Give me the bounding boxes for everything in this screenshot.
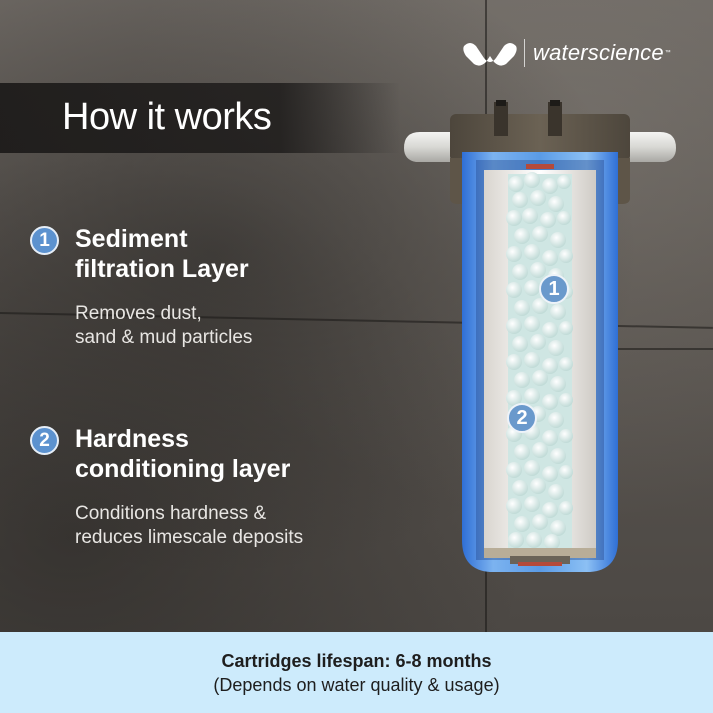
callout-marker-1: 1 xyxy=(539,274,569,304)
feature-description: Conditions hardness & reduces limescale … xyxy=(75,502,303,550)
feature-title-line: filtration Layer xyxy=(75,255,249,283)
title-band xyxy=(0,83,400,153)
feature-desc-line: reduces limescale deposits xyxy=(75,527,304,548)
feature-desc-line: Removes dust, xyxy=(75,303,202,324)
number-badge: 1 xyxy=(30,226,59,255)
feature-title: Hardness conditioning layer xyxy=(75,424,290,484)
feature-desc-line: sand & mud particles xyxy=(75,327,253,348)
trademark: ™ xyxy=(664,50,671,56)
feature-title: Sediment filtration Layer xyxy=(75,224,249,284)
lifespan-note: (Depends on water quality & usage) xyxy=(213,674,500,695)
lifespan-text: Cartridges lifespan: 6-8 months xyxy=(221,650,492,671)
page-title: How it works xyxy=(62,96,272,138)
feature-title-line: Sediment xyxy=(75,225,188,253)
feature-description: Removes dust, sand & mud particles xyxy=(75,302,252,350)
w-wave-logo-icon xyxy=(463,43,517,66)
logo-divider xyxy=(524,39,525,67)
brand-logo: waterscience ™ xyxy=(462,38,671,68)
footer-banner: Cartridges lifespan: 6-8 months (Depends… xyxy=(0,632,713,713)
brand-name: waterscience xyxy=(533,40,664,65)
feature-desc-line: Conditions hardness & xyxy=(75,503,267,524)
feature-title-line: Hardness xyxy=(75,425,189,453)
feature-title-line: conditioning layer xyxy=(75,455,291,483)
callout-marker-2: 2 xyxy=(507,403,537,433)
number-badge: 2 xyxy=(30,426,59,455)
filter-cutaway-illustration xyxy=(404,100,676,572)
